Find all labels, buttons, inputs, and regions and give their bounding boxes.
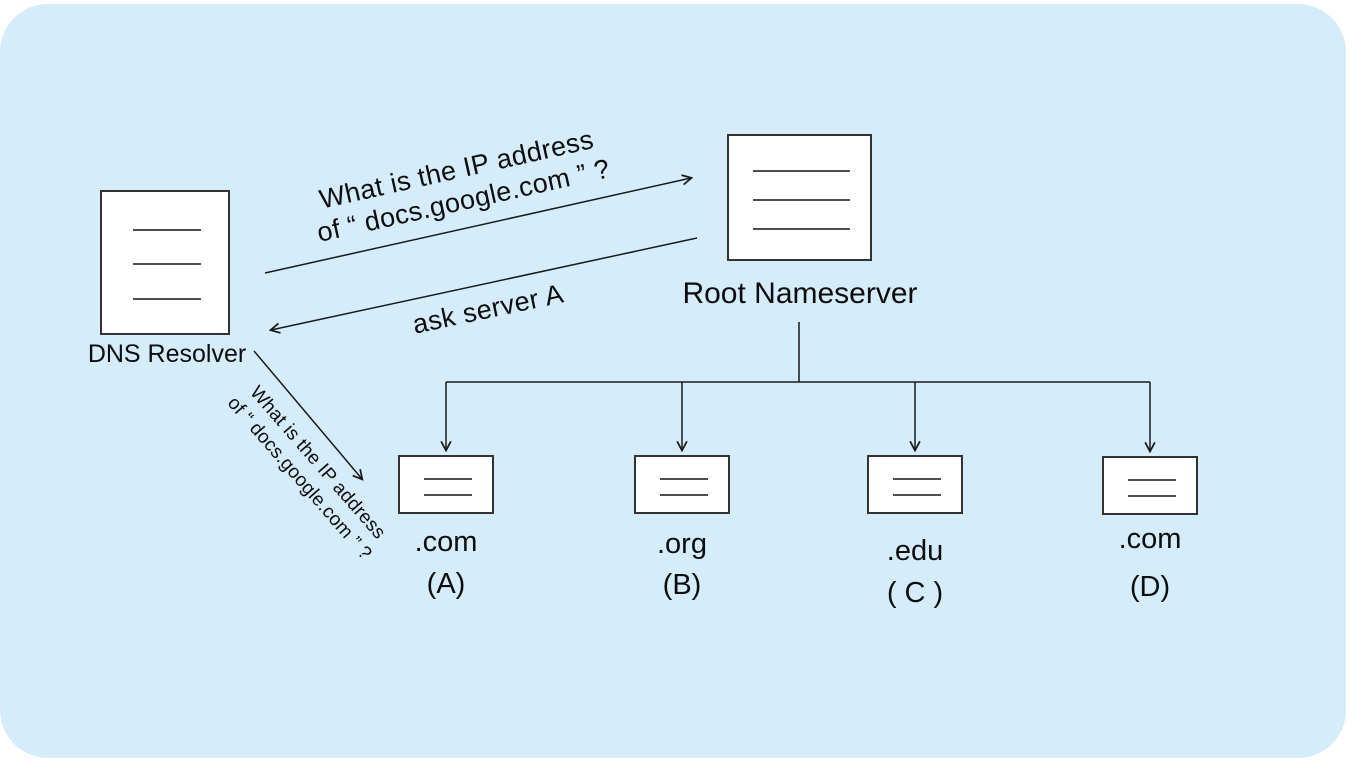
document-icon [424,494,472,496]
document-icon [753,228,850,230]
root-nameserver-label: Root Nameserver [682,277,918,310]
tld-label-b: .org [657,528,707,560]
document-icon [893,494,941,496]
document-icon [660,494,708,496]
recursive-query-arrow [253,350,362,479]
tld-option-b: (B) [662,569,702,601]
document-icon [133,263,201,265]
document-icon [753,199,850,201]
tld-label-c: .edu [886,535,944,567]
diagram-background [0,4,1346,758]
document-icon [660,478,708,480]
dns-resolver-label: DNS Resolver [87,340,247,368]
document-icon [1128,495,1176,497]
document-icon [1128,479,1176,481]
tld-server-node-a[interactable] [398,455,494,514]
tld-server-node-c[interactable] [867,455,963,514]
response-arrow [271,237,698,330]
document-icon [893,478,941,480]
tld-label-d: .com [1118,523,1182,555]
tld-option-d: (D) [1129,571,1171,603]
tld-option-a: (A) [426,568,466,600]
tld-server-node-d[interactable] [1102,456,1198,515]
root-nameserver-node[interactable] [727,134,872,261]
tld-label-a: .com [414,526,478,558]
document-icon [424,478,472,480]
tld-server-node-b[interactable] [634,455,730,514]
tld-option-c: ( C ) [886,577,944,609]
dns-resolver-node[interactable] [100,190,230,335]
document-icon [753,170,850,172]
document-icon [133,298,201,300]
document-icon [133,229,201,231]
query-arrow [264,178,691,274]
